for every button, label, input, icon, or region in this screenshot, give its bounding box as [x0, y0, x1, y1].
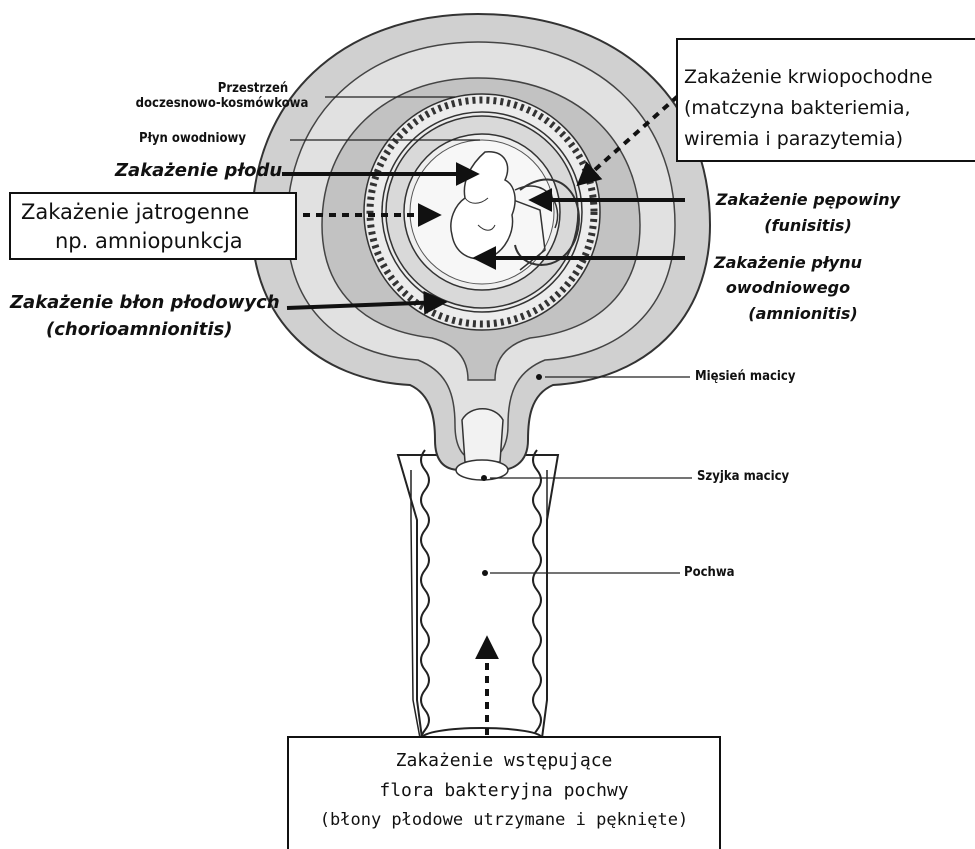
box-jatrogenne: Zakażenie jatrogenne np. amniopunkcja — [9, 192, 297, 260]
label-blon-2: (chorioamnionitis) — [46, 319, 232, 340]
jatrogenne-line2: np. amniopunkcja — [55, 229, 243, 253]
label-plynu-2: owodniowego — [693, 278, 883, 297]
label-plyn: Płyn owodniowy — [139, 131, 246, 146]
label-przestrzen-line1: Przestrzeń — [118, 81, 326, 96]
vagina-dot — [482, 570, 488, 576]
wstep-line3: (błony płodowe utrzymane i pęknięte) — [289, 810, 719, 830]
label-miesien: Mięsień macicy — [695, 369, 795, 384]
wstep-line1: Zakażenie wstępujące — [289, 750, 719, 771]
label-plod: Zakażenie płodu — [115, 160, 282, 181]
label-szyjka: Szyjka macicy — [697, 469, 789, 484]
label-pochwa: Pochwa — [684, 565, 735, 580]
krwio-line2: (matczyna bakteriemia, — [684, 97, 911, 119]
label-przestrzen-line2: doczesnowo-kosmówkowa — [118, 96, 326, 111]
label-blon-1: Zakażenie błon płodowych — [10, 292, 280, 313]
vagina — [398, 450, 558, 750]
muscle-dot — [536, 374, 542, 380]
label-pepowiny-2: (funisitis) — [693, 216, 923, 235]
wstep-line2: flora bakteryjna pochwy — [289, 780, 719, 801]
box-wstepujace: Zakażenie wstępujące flora bakteryjna po… — [287, 736, 721, 849]
label-pepowiny-1: Zakażenie pępowiny — [693, 190, 923, 209]
label-przestrzen: Przestrzeń doczesnowo-kosmówkowa — [118, 81, 326, 111]
cervix-dot — [481, 475, 487, 481]
jatrogenne-line1: Zakażenie jatrogenne — [21, 200, 249, 224]
label-plynu-3: (amnionitis) — [708, 304, 898, 323]
label-plynu-1: Zakażenie płynu — [693, 253, 883, 272]
cervix — [456, 409, 508, 480]
box-krwiopochodne: Zakażenie krwiopochodne (matczyna bakter… — [676, 38, 975, 162]
krwio-line1: Zakażenie krwiopochodne — [684, 66, 933, 88]
krwio-line3: wiremia i parazytemia) — [684, 128, 903, 150]
